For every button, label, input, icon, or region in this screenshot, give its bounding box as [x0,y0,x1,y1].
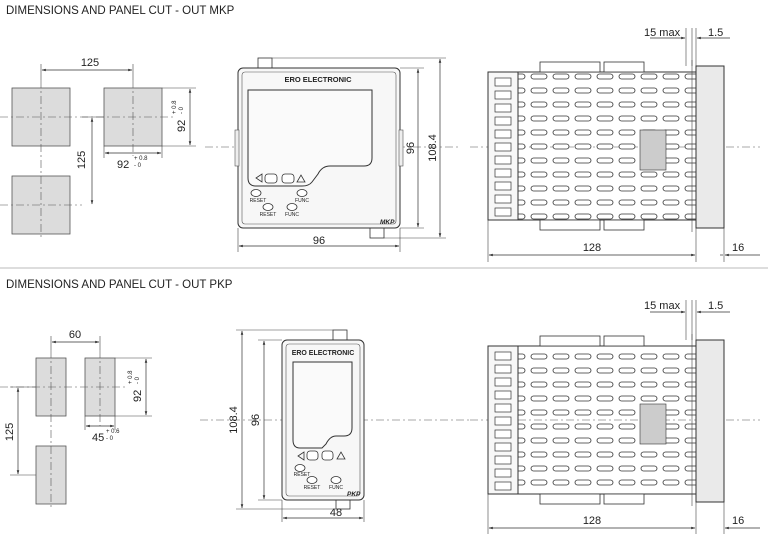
pkp-reset-label-2: RESET [304,485,321,491]
mkp-front-width: 96 [313,235,325,247]
mkp-cutout-spacing-vertical: 125 [76,151,88,169]
terminal-screw [494,116,512,126]
pkp-cutout-height-tol-minus: - 0 [135,376,141,384]
up-key [281,173,295,184]
terminal-screw [494,129,512,139]
pkp-panel-cutout: 60 125 45 + 0.6 - 0 92 + 0.8 - 0 [0,329,152,510]
mkp-overall-height: 108.4 [427,134,439,162]
terminal-screw [494,103,512,113]
mkp-func-label-1: FUNC [295,198,309,204]
pkp-section: DIMENSIONS AND PANEL CUT - OUT PKP 60 12… [0,279,760,534]
mkp-reset-label-1: RESET [250,198,267,204]
mkp-housing [517,71,697,221]
bottom-clip [369,227,385,239]
terminal-screw [494,442,512,452]
terminal-screw [494,207,512,217]
mkp-front-bezel-side [695,65,725,229]
terminal-screw [494,155,512,165]
pkp-cutout-height-tol-plus: + 0.8 [128,370,134,384]
terminal-screw [494,364,512,374]
pkp-overall-height: 108.4 [228,406,240,434]
terminal-screw [494,77,512,87]
pkp-side-thickness: 1.5 [708,300,723,312]
pkp-side-depth: 128 [583,515,601,527]
pkp-cutout-width-tol-minus: - 0 [106,436,114,442]
mkp-cutout-width-tol-plus: + 0.8 [134,156,148,162]
terminal-screw [494,194,512,204]
mkp-brand-label: ERO ELECTRONIC [284,75,352,84]
up-arrow-icon [296,174,306,183]
terminal-screw [494,377,512,387]
pkp-func-label: FUNC [329,485,343,491]
terminal-screw [494,429,512,439]
pkp-cutout-height: 92 [132,390,144,402]
mkp-cutout-width: 92 [117,159,129,171]
top-clip [257,57,273,69]
mkp-side-depth: 128 [583,242,601,254]
terminal-screw [494,416,512,426]
pkp-cutout-width: 45 [92,432,104,444]
terminal-screw [494,468,512,478]
down-key [264,173,278,184]
terminal-screw [494,390,512,400]
terminal-screws [494,77,512,491]
pkp-reset-label-1: RESET [294,472,311,478]
terminal-screw [494,351,512,361]
mkp-section: DIMENSIONS AND PANEL CUT - OUT MKP 125 1… [0,5,768,269]
pkp-cutout-spacing-vertical: 125 [4,423,16,441]
mkp-front-height: 96 [405,142,417,154]
terminal-screw [494,168,512,178]
mkp-model-label: MKP [380,219,395,226]
pkp-title: DIMENSIONS AND PANEL CUT - OUT PKP [6,279,233,291]
terminal-screw [494,90,512,100]
mkp-cutout-spacing: 125 [81,57,99,69]
mkp-func-label-2: FUNC [285,212,299,218]
pkp-cutout-width-tol-plus: + 0.6 [106,429,120,435]
pkp-front-bezel-side [695,339,725,503]
pkp-model-label: PKP [347,491,361,498]
down-arrow-icon [255,173,263,183]
mkp-side-front-depth: 16 [732,242,744,254]
pkp-front-width: 48 [330,507,342,519]
pkp-front-height: 96 [250,414,262,426]
terminal-screw [494,455,512,465]
pkp-side-view: 15 max 1.5 128 16 [470,300,760,534]
terminal-screw [494,403,512,413]
pkp-front-view: ERO ELECTRONIC RESET RESET FUNC PKP 48 9… [200,329,470,522]
pkp-housing [517,345,697,495]
pkp-brand-label: ERO ELECTRONIC [292,350,355,357]
mkp-side-thickness: 1.5 [708,27,723,39]
mkp-side-view: 15 max 1.5 128 16 [470,27,760,262]
mkp-panel-cutout: 125 125 92 + 0.8 - 0 92 + 0.8 - 0 [0,57,196,240]
mkp-display-window [247,89,373,187]
mkp-cutout-height: 92 [176,120,188,132]
mkp-title: DIMENSIONS AND PANEL CUT - OUT MKP [6,5,235,17]
mkp-cutout-height-tol-plus: + 0.8 [172,100,178,114]
terminal-screw [494,142,512,152]
mkp-front-view: ERO ELECTRONIC RESET RESET FUNC FUNC MKP… [205,57,460,252]
mkp-cutout-width-tol-minus: - 0 [134,163,142,169]
terminal-screw [494,181,512,191]
mkp-cutout-height-tol-minus: - 0 [179,106,185,114]
pkp-cutout-spacing: 60 [69,329,81,341]
mkp-reset-label-2: RESET [260,212,277,218]
pkp-side-max-label: 15 max [644,300,681,312]
terminal-screw [494,481,512,491]
pkp-side-front-depth: 16 [732,515,744,527]
pkp-display-window [292,361,353,449]
mkp-side-max-label: 15 max [644,27,681,39]
